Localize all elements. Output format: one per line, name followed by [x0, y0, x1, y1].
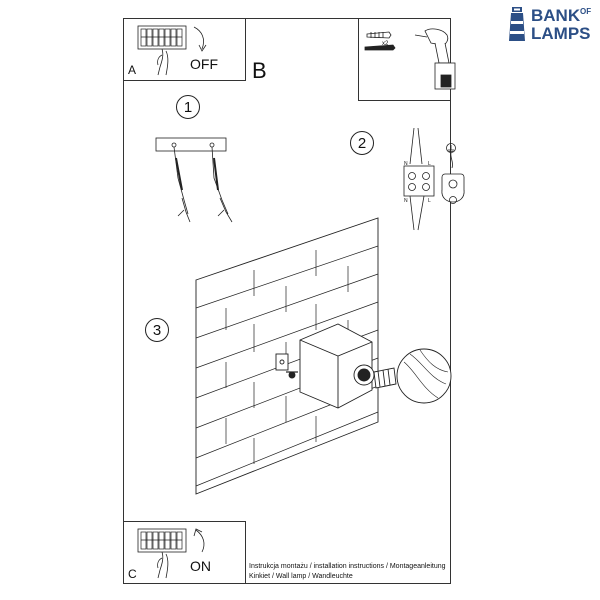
terminal-block-icon: [403, 165, 435, 197]
wiring-l-bottom: L: [428, 198, 431, 204]
step-3-number: 3: [145, 318, 169, 342]
brand-of: OF: [580, 7, 592, 16]
panel-b-letter: B: [252, 58, 267, 83]
caption-line-1: Instrukcja montażu / installation instru…: [249, 563, 446, 570]
instruction-sheet: [123, 18, 451, 584]
switch-on-illustration: [137, 528, 205, 579]
brand-line1: BANK: [531, 6, 581, 25]
screw-icon: [364, 44, 396, 51]
tools-quantity: x2: [382, 41, 389, 47]
tools-illustration: [364, 28, 456, 90]
drill-icon: [414, 28, 456, 90]
lighthouse-icon: [509, 7, 525, 41]
step-2-wiring-illustration: [403, 127, 465, 231]
brand-line2: LAMPS: [531, 24, 591, 43]
ground-icon: [446, 143, 456, 153]
step-2-number: 2: [350, 131, 374, 155]
brand-logo: BANK OF LAMPS: [505, 5, 597, 43]
wiring-l-top: L: [428, 161, 431, 167]
cube-lamp: [299, 323, 375, 409]
step-3-mounting-illustration: [195, 217, 452, 495]
step-1-number: 1: [176, 95, 200, 119]
switch-off-illustration: [137, 25, 207, 76]
panel-a-off-label: OFF: [190, 56, 218, 72]
screw-icon: [288, 371, 296, 379]
wiring-n-top: N: [404, 161, 408, 167]
panel-c-on-label: ON: [190, 558, 211, 574]
step-1-illustration: [155, 137, 233, 223]
panel-a-letter: A: [128, 63, 137, 77]
panel-c-letter: C: [128, 567, 137, 581]
bulb-icon: [373, 348, 452, 404]
wiring-n-bottom: N: [404, 198, 408, 204]
caption-line-2: Kinkiet / Wall lamp / Wandleuchte: [249, 573, 353, 580]
